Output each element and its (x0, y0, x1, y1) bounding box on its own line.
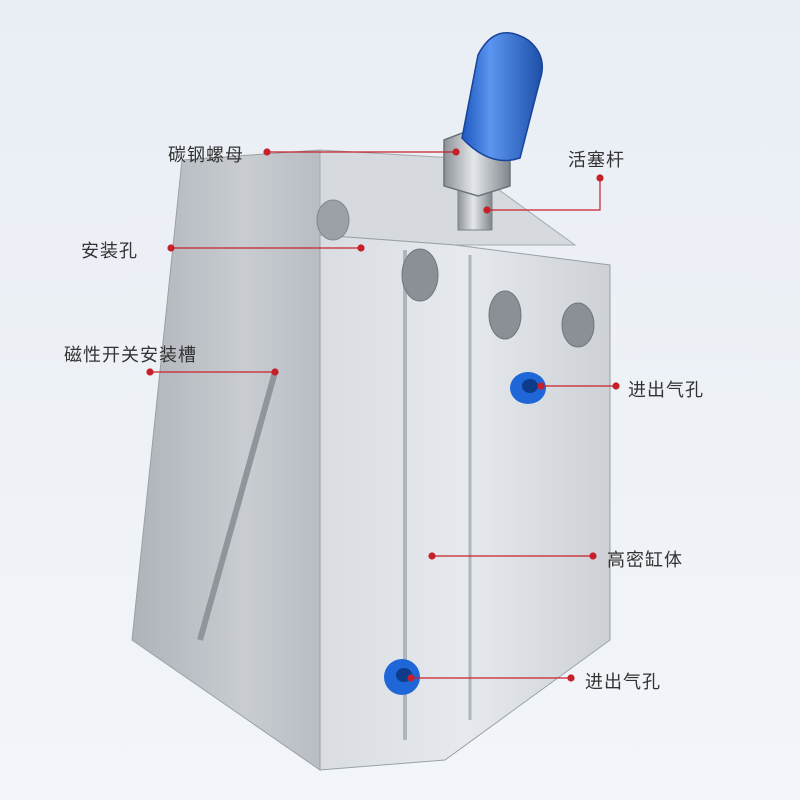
mount-hole (316, 199, 350, 241)
mount-hole (488, 290, 522, 340)
label-mount-hole: 安装孔 (81, 241, 138, 262)
front-face (319, 234, 611, 771)
label-air-port-top: 进出气孔 (628, 380, 704, 401)
label-cylinder-body: 高密缸体 (607, 550, 683, 571)
mount-hole (561, 302, 595, 348)
mount-hole (401, 248, 439, 302)
blue-protective-cap (461, 32, 543, 162)
left-side-face (131, 149, 321, 771)
label-switch-slot: 磁性开关安装槽 (64, 345, 197, 366)
label-air-port-bottom: 进出气孔 (585, 672, 661, 693)
callout-leaders (146, 148, 620, 682)
label-piston-rod: 活塞杆 (568, 150, 625, 171)
air-port-top-inner (522, 379, 538, 393)
piston-rod-assembly (443, 32, 543, 231)
switch-slot-groove (197, 371, 278, 641)
cylinder-body (131, 149, 611, 771)
label-carbon-steel-nut: 碳钢螺母 (168, 145, 244, 166)
